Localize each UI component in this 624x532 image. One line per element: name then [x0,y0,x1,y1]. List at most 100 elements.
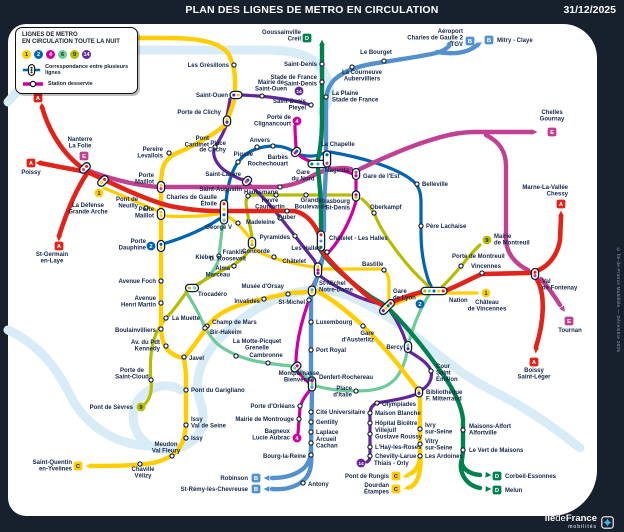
interchange-capsule [530,267,540,281]
station-label: Corbeil-Essonnes [505,474,557,480]
station-label: Saint-Denis [284,62,318,68]
legend-line-6-badge: 6 [58,50,67,59]
badge-label: 1 [484,291,488,297]
station-label: Gare de l'Est [363,174,399,180]
badge-label: D [305,36,309,42]
station-dot [158,278,164,284]
station-dot [273,192,279,198]
station-dot [271,254,277,260]
station-dot [308,419,314,425]
rer-E-badge [564,316,574,326]
badge-label: 4 [295,119,299,125]
station-dot [158,300,164,306]
terminus-arrow [56,235,63,242]
station-dot [137,461,143,467]
line-rer-a [444,270,531,293]
station-dot [308,347,314,353]
line-2-badge [415,299,425,309]
station-label: Javel [189,356,204,362]
line-4-badge [292,116,302,126]
badge-label: B [487,38,491,44]
line-metro-4 [293,124,298,150]
terminus-arrow [485,486,492,492]
badge-label: 2 [418,302,421,308]
station-label: La Chapelle [321,142,355,148]
station-label: Thiais - Orly [374,461,409,467]
line-metro-2 [164,217,221,245]
legend-line-4-badge: 4 [46,50,55,59]
station-label: Haussmann [244,190,278,196]
rer-A-badge [556,199,566,209]
station-dot [235,220,241,226]
line-rer-c [314,288,421,393]
interchange-capsule [290,361,302,373]
station-label: Porte de Montreuil [452,254,505,260]
station-dot [428,368,434,374]
line-rer-a [56,169,91,239]
station-dot [479,270,485,276]
station-label: Luxembourg [316,320,353,326]
station-label: Cité Universitaire [316,410,366,416]
station-label: Tournan [558,328,582,334]
page-title: PLAN DES LIGNES DE METRO EN CIRCULATION [185,4,439,16]
line-metro-14 [365,393,416,464]
station-label: L'Haÿ-les-Roses [375,445,422,451]
station-label: Châtelet [282,259,306,265]
station-label: Bercy [386,345,403,351]
badge-label: D [495,488,499,494]
line-rer-a [318,246,387,309]
terminus-arrow [558,210,564,217]
legend-title-2: EN CIRCULATION TOUTE LA NUIT [22,39,120,45]
legend-line-1-badge: 1 [22,50,31,59]
seine-river [3,325,155,451]
interchange-capsule [420,286,448,296]
station-dot [308,409,314,415]
station-dot [261,296,267,302]
badge-label: C [394,487,399,493]
station-dot [414,181,420,187]
station-label: George V [205,225,232,231]
line-rer-c [158,248,187,361]
station-label: Saint-Ouen [196,93,228,99]
line-metro-6 [407,293,431,344]
terminus-arrow [35,160,42,166]
station-dot [308,440,314,446]
line-metro-1 [252,247,316,269]
station-label: Laplace [316,430,339,436]
legend-correspondance-row: Correspondance entre plusieurs lignes [22,63,132,77]
line-rer-b [321,166,329,234]
interchange-capsule [184,283,200,293]
station-dot [216,253,222,259]
legend-title-1: LIGNES DE METRO [22,32,78,38]
legend-box: LIGNES DE METRO EN CIRCULATION TOUTE LA … [15,27,138,94]
rer-C-badge [391,484,401,494]
station-dot [308,102,314,108]
badge-label: E [82,154,86,160]
station-label: Pont du Garigliano [191,388,245,394]
rer-A-badge [33,93,43,103]
station-dot [183,435,189,441]
footer-brand: îledeFrance mobilités [545,513,614,530]
badge-label: 14 [296,89,302,95]
interchange-capsule [79,162,91,174]
badge-label: 14 [358,461,364,467]
line-4-badge [292,433,302,443]
rer-B-badge [251,484,261,494]
station-dot [277,215,283,221]
station-label: La Muette [172,316,201,322]
station-dot [303,192,309,198]
station-label: Saint-Lazare [205,172,241,178]
station-label: Poissy [21,170,41,176]
line-metro-14 [212,124,246,182]
